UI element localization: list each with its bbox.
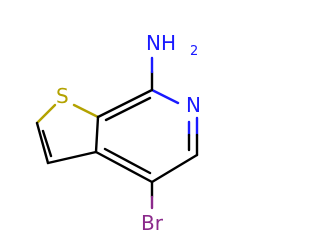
bond-c7-n6 bbox=[150, 88, 180, 105]
bond-c4-c3a-inner bbox=[103, 147, 152, 175]
bond-c2-c3-inner bbox=[41, 129, 53, 158]
nitrogen-atom-label: N bbox=[186, 93, 201, 117]
bond-c4-c3a bbox=[94, 150, 154, 184]
bond-s-c7a bbox=[72, 103, 100, 119]
bond-c2-c3 bbox=[35, 121, 50, 165]
bond-c3a-c7a bbox=[94, 115, 100, 154]
bond-c3-c3a bbox=[46, 150, 98, 165]
amine-subscript-label: 2 bbox=[190, 44, 198, 59]
sulfur-atom-label: S bbox=[56, 84, 69, 108]
bond-s-c2 bbox=[35, 103, 57, 125]
structure-diagram: S N NH 2 Br bbox=[35, 31, 201, 235]
bond-c5-c4 bbox=[150, 153, 199, 184]
bond-c7a-c7 bbox=[96, 88, 154, 119]
bromine-atom-label: Br bbox=[141, 211, 164, 235]
amine-atom-label: NH bbox=[146, 31, 176, 55]
bond-c7a-c7-inner bbox=[104, 96, 152, 122]
